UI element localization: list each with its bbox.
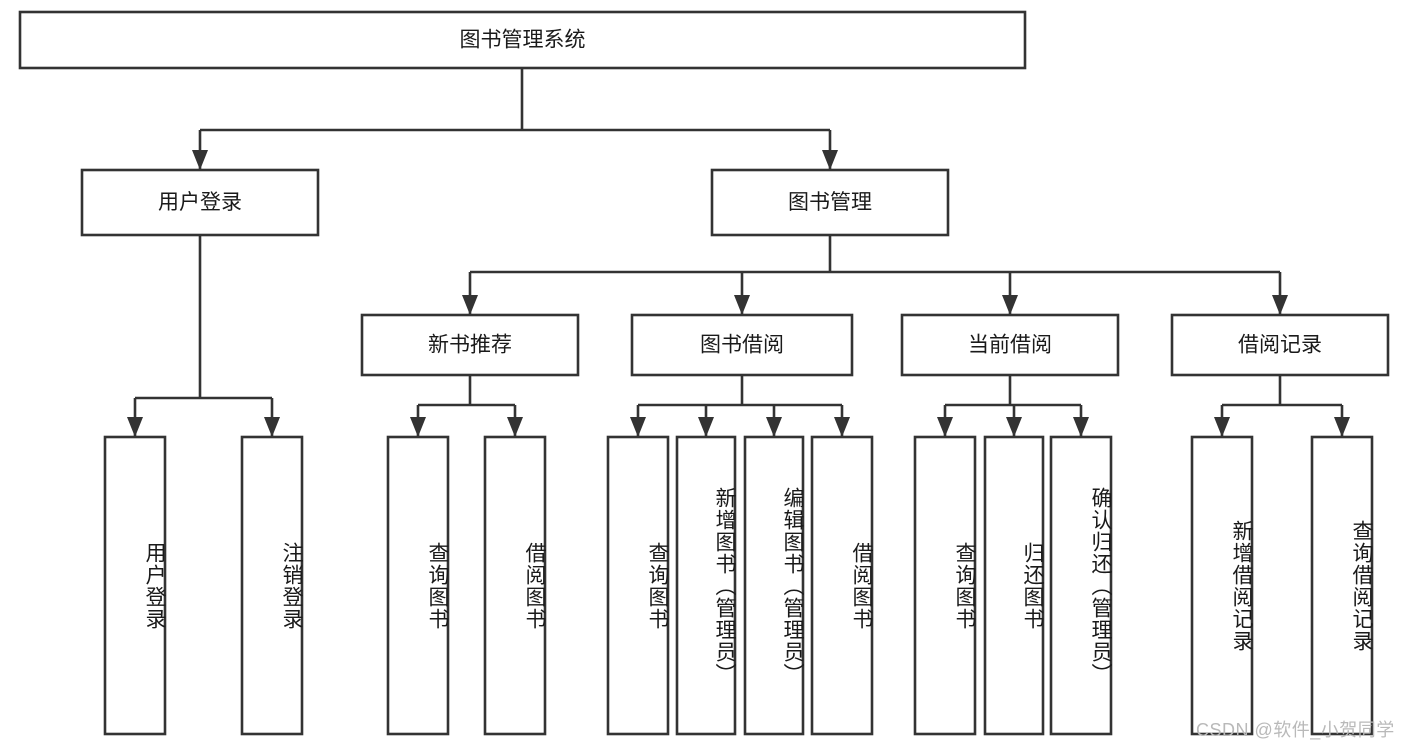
connector-edges-layer — [127, 68, 1350, 437]
node-box-leaf-user-login[interactable] — [103, 435, 167, 736]
node-label-current-borrow: 当前借阅 — [968, 334, 1052, 357]
arrow-icon-leaf-add-book-admin — [698, 417, 714, 437]
node-box-leaf-borrow-book[interactable] — [810, 435, 874, 736]
node-box-leaf-query-book-recommend[interactable] — [386, 435, 450, 736]
node-box-new-book-recommend[interactable] — [360, 313, 580, 377]
node-label-new-book-recommend: 新书推荐 — [428, 334, 512, 357]
node-box-book-borrow[interactable] — [630, 313, 854, 377]
node-box-root[interactable] — [18, 10, 1027, 70]
node-box-leaf-query-borrow-record[interactable] — [1310, 435, 1374, 736]
node-label-root: 图书管理系统 — [460, 29, 586, 52]
arrow-icon-book-borrow — [734, 295, 750, 315]
node-label-book-borrow: 图书借阅 — [700, 334, 784, 357]
arrow-icon-leaf-query-book-recommend — [410, 417, 426, 437]
arrow-icon-leaf-add-borrow-record — [1214, 417, 1230, 437]
arrow-icon-new-book-recommend — [462, 295, 478, 315]
arrow-icon-current-borrow — [1002, 295, 1018, 315]
node-box-borrow-record[interactable] — [1170, 313, 1390, 377]
node-box-leaf-query-book-current[interactable] — [913, 435, 977, 736]
node-box-leaf-edit-book-admin[interactable] — [743, 435, 805, 736]
arrow-icon-user-login — [192, 150, 208, 170]
arrow-icon-leaf-query-book-borrow — [630, 417, 646, 437]
node-label-book-management: 图书管理 — [788, 191, 872, 214]
node-box-user-login[interactable] — [80, 168, 320, 237]
node-label-user-login: 用户登录 — [158, 191, 242, 214]
node-box-current-borrow[interactable] — [900, 313, 1120, 377]
arrow-icon-leaf-query-book-current — [937, 417, 953, 437]
arrow-icon-leaf-return-book — [1006, 417, 1022, 437]
arrow-icon-borrow-record — [1272, 295, 1288, 315]
node-boxes-layer — [18, 10, 1390, 736]
arrow-icon-leaf-user-login — [127, 417, 143, 437]
csdn-watermark: CSDN @软件_小贺同学 — [1196, 720, 1395, 740]
arrow-icon-leaf-confirm-return-admin — [1073, 417, 1089, 437]
node-box-leaf-borrow-book-recommend[interactable] — [483, 435, 547, 736]
arrow-icon-book-management — [822, 150, 838, 170]
arrow-icon-leaf-borrow-book — [834, 417, 850, 437]
node-box-book-management[interactable] — [710, 168, 950, 237]
node-box-leaf-add-borrow-record[interactable] — [1190, 435, 1254, 736]
node-box-leaf-query-book-borrow[interactable] — [606, 435, 670, 736]
node-box-leaf-logout-login[interactable] — [240, 435, 304, 736]
arrow-icon-leaf-borrow-book-recommend — [507, 417, 523, 437]
node-label-borrow-record: 借阅记录 — [1238, 334, 1322, 357]
arrow-icon-leaf-query-borrow-record — [1334, 417, 1350, 437]
node-box-leaf-add-book-admin[interactable] — [675, 435, 737, 736]
node-box-leaf-confirm-return-admin[interactable] — [1049, 435, 1113, 736]
arrow-icon-leaf-edit-book-admin — [766, 417, 782, 437]
arrow-icon-leaf-logout-login — [264, 417, 280, 437]
node-box-leaf-return-book[interactable] — [983, 435, 1045, 736]
